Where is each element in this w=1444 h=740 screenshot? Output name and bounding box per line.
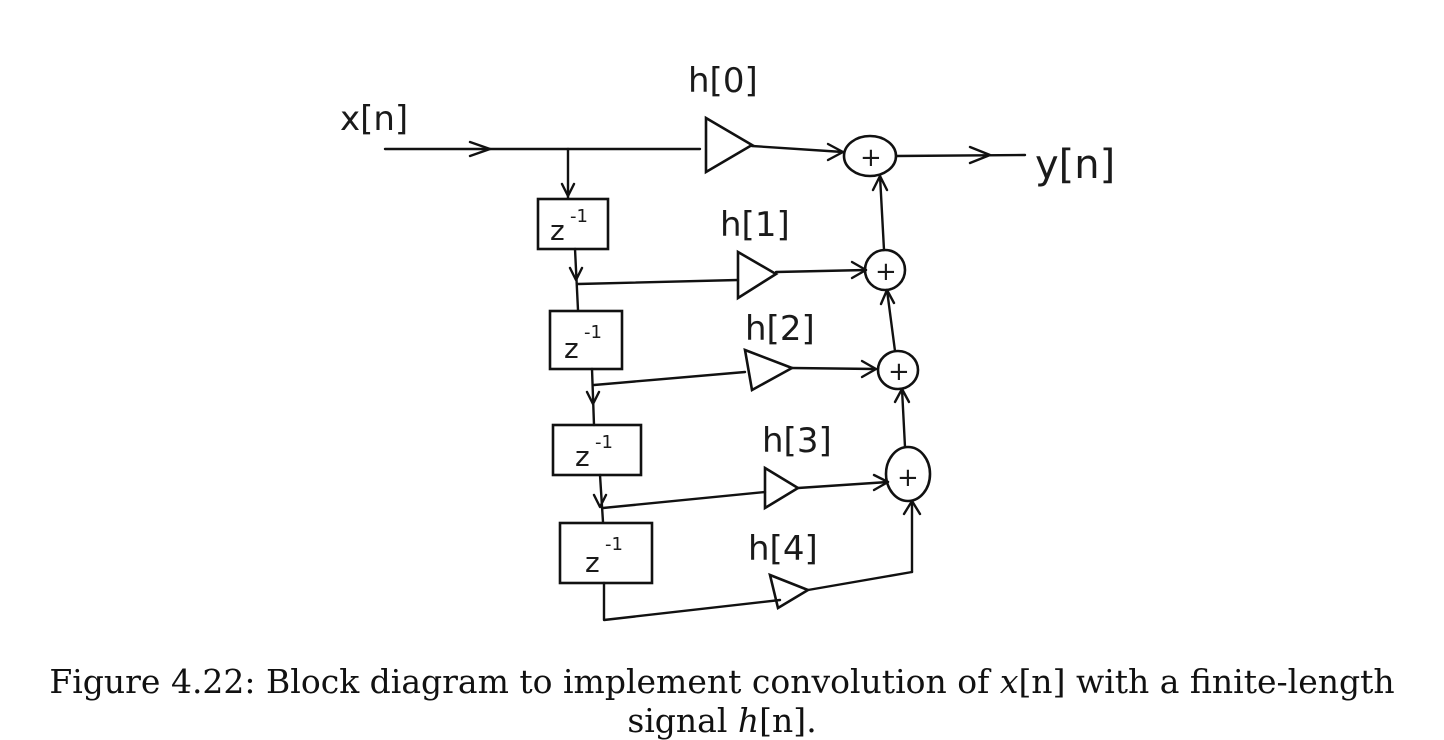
caption-h: h [737,701,760,740]
gain-label-h3: h[3] [762,421,832,461]
gain-triangle-h0 [704,115,755,175]
arrowhead-h0 [826,142,845,162]
gain-triangle-h4 [768,572,811,611]
delay-block-1-exp: -1 [570,206,588,227]
sum-arrowhead-1-0 [871,174,889,192]
tap-line-2 [592,370,747,387]
adder-0-symbol: + [860,143,882,173]
delay-link-3 [598,473,605,524]
delay-block-1-z: z [550,214,565,247]
caption-hn-bracket: [n] [759,701,807,740]
tap-line-1 [576,278,740,286]
delay-arrowhead-2 [568,266,584,282]
gain-label-h1: h[1] [720,205,790,245]
tap-line-3 [601,490,767,510]
delay-block-2-exp: -1 [584,322,602,343]
adder-2-symbol: + [888,357,910,387]
delay-arrowhead-1 [560,182,576,198]
delay-block-4 [558,521,654,585]
gain-label-h2: h[2] [745,309,815,349]
tap-line-4 [602,581,782,622]
output-label: y[n] [1035,142,1115,188]
delay-arrowhead-4 [592,493,608,509]
input-label: x[n] [340,99,408,139]
delay-arrowhead-3 [585,390,601,406]
adder-1-symbol: + [875,257,897,287]
delay-block-2-z: z [564,332,579,365]
sum-link-2-1 [885,288,897,353]
fir-block-diagram: x[n] h[0] + y[n] z -1 h[1] + z -1 h[2] +… [340,61,1115,622]
gain-triangle-h1 [736,249,779,301]
delay-block-3-exp: -1 [595,432,613,453]
caption-x: x [999,662,1019,701]
output-arrowhead [968,145,992,165]
delay-block-1 [536,197,610,251]
sum-arrowhead-4-3 [902,499,922,516]
gain-label-h0: h[0] [688,61,758,101]
input-arrowhead [468,140,492,158]
delay-block-3 [551,423,643,477]
caption-prefix: Figure 4.22: Block diagram to implement … [49,662,1000,701]
gain-label-h4: h[4] [748,529,818,569]
gain-triangle-h2 [743,347,796,393]
sum-link-1-0 [878,174,886,252]
signal-line-h4 [806,570,914,592]
adder-3 [884,445,932,503]
signal-line-h3 [796,480,890,490]
signal-line-h0 [750,144,845,154]
output-line [894,153,1027,158]
delay-block-2 [548,309,624,371]
delay-block-3-z: z [575,440,590,473]
sum-arrowhead-3-2 [893,387,911,404]
caption-suffix: . [806,701,817,740]
caption-xn-bracket: [n] [1018,662,1066,701]
sum-link-3-2 [900,387,907,449]
signal-line-h2 [790,366,878,371]
adder-2 [876,349,920,391]
gain-triangle-h3 [763,465,801,511]
delay-block-4-z: z [585,546,600,579]
delay-link-2 [590,367,596,427]
signal-line-h1 [774,268,868,274]
delay-block-4-exp: -1 [605,534,623,555]
figure-caption: Figure 4.22: Block diagram to implement … [0,662,1444,740]
sum-arrowhead-2-1 [879,288,896,306]
arrowhead-h2 [860,359,878,379]
adder-3-symbol: + [897,463,919,493]
